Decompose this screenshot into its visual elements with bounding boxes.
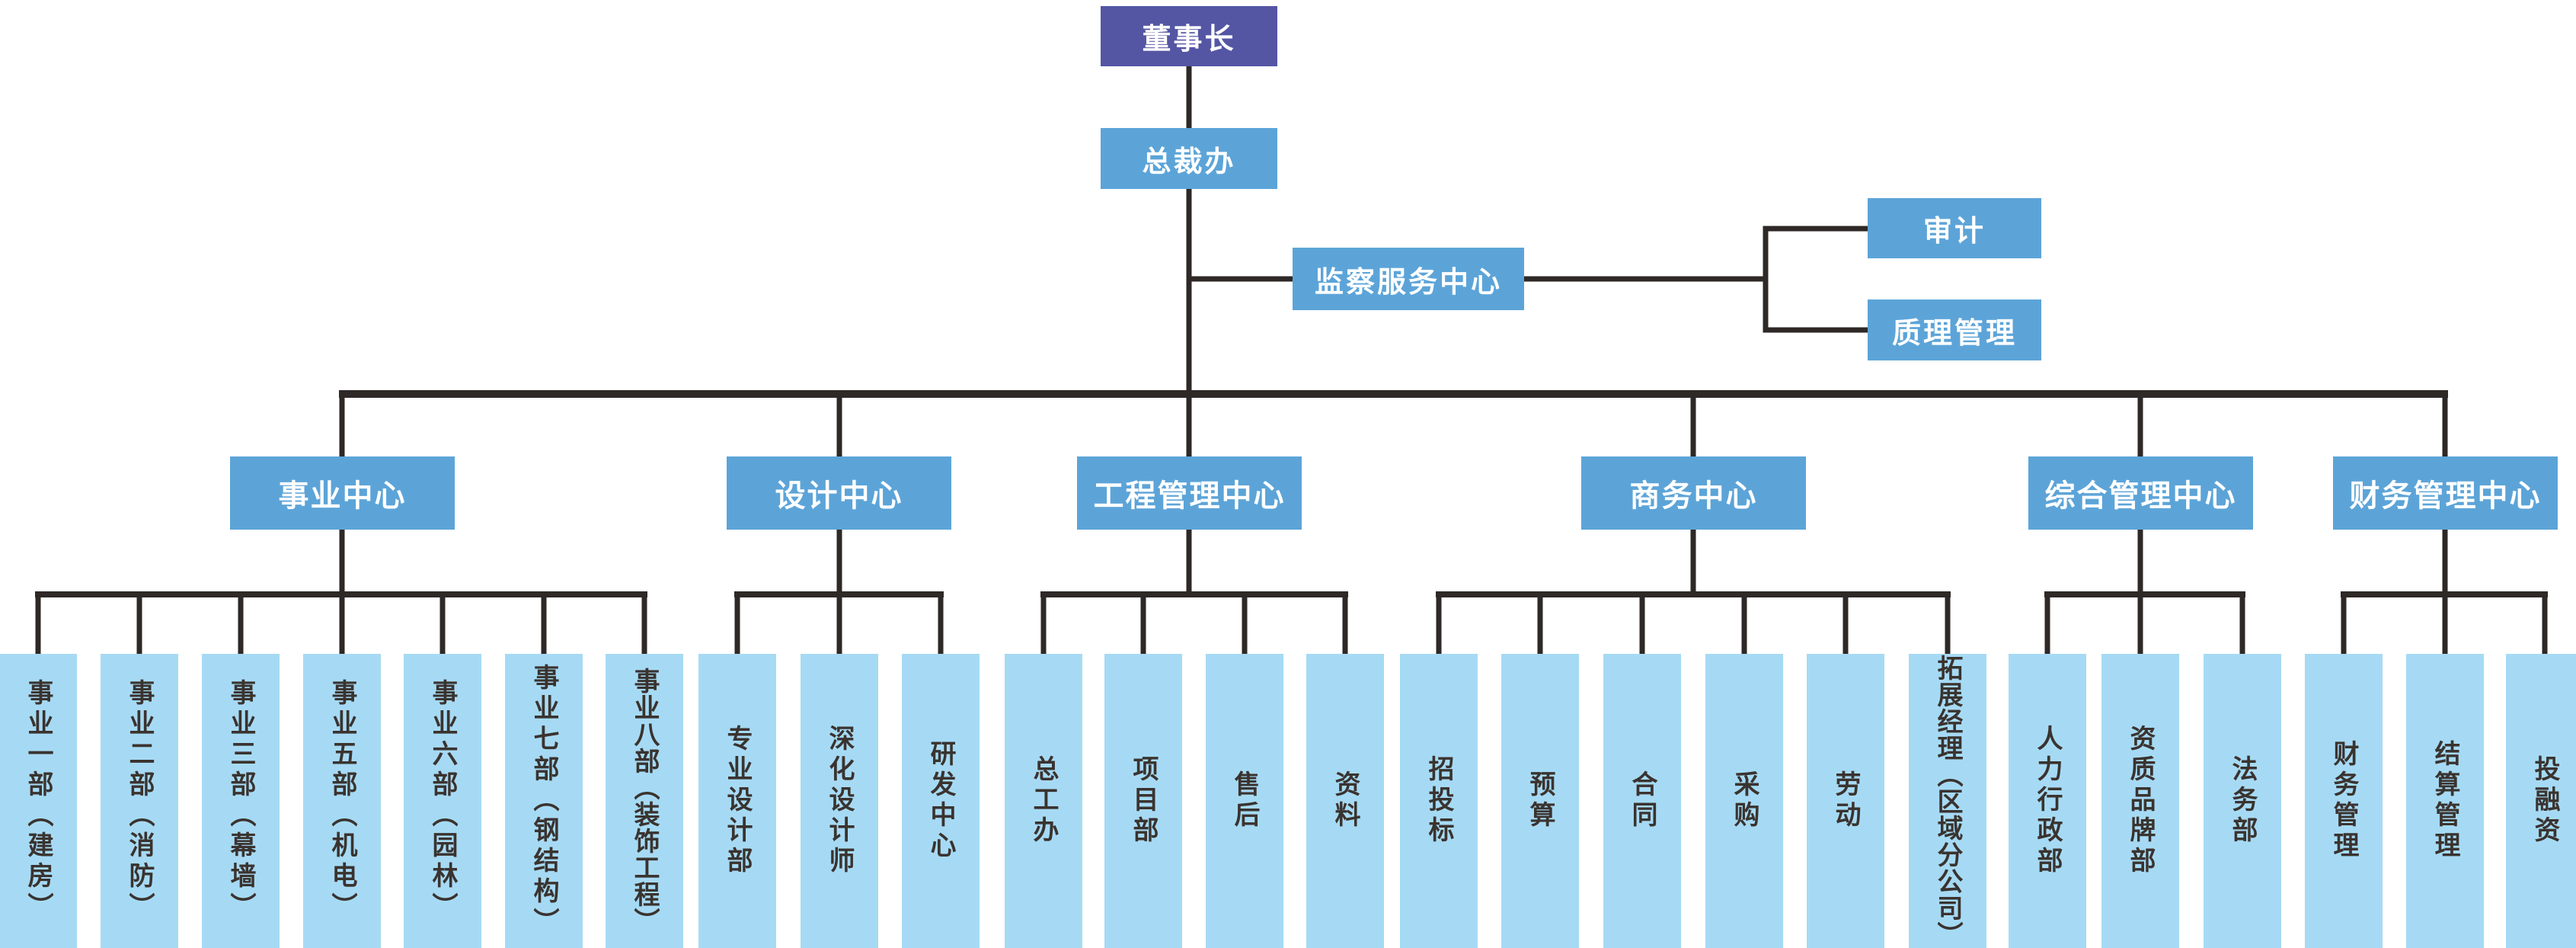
dept-box: 事业五部（机电） bbox=[303, 654, 381, 948]
dept-box: 投融资 bbox=[2506, 654, 2576, 948]
dept-box: 研发中心 bbox=[902, 654, 980, 948]
dept-box: 售后 bbox=[1206, 654, 1283, 948]
dept-box: 预算 bbox=[1501, 654, 1579, 948]
dept-box: 财务管理 bbox=[2305, 654, 2383, 948]
dept-box: 事业三部（幕墙） bbox=[202, 654, 280, 948]
dept-box: 人力行政部 bbox=[2009, 654, 2086, 948]
dept-box: 事业六部（园林） bbox=[404, 654, 481, 948]
dept-box: 专业设计部 bbox=[698, 654, 776, 948]
center-box-admin: 综合管理中心 bbox=[2028, 456, 2253, 530]
center-box-finance: 财务管理中心 bbox=[2333, 456, 2558, 530]
center-box-design: 设计中心 bbox=[727, 456, 951, 530]
dept-box: 劳动 bbox=[1807, 654, 1884, 948]
audit-box: 审计 bbox=[1868, 198, 2041, 258]
quality-management-box: 质理管理 bbox=[1868, 299, 2041, 360]
dept-box: 结算管理 bbox=[2406, 654, 2484, 948]
dept-box: 项目部 bbox=[1104, 654, 1182, 948]
dept-box: 拓展经理（区域分公司） bbox=[1909, 654, 1986, 948]
dept-box: 事业八部（装饰工程） bbox=[606, 654, 683, 948]
center-box-commerce: 商务中心 bbox=[1581, 456, 1806, 530]
center-box-engineering: 工程管理中心 bbox=[1077, 456, 1302, 530]
dept-box: 法务部 bbox=[2204, 654, 2281, 948]
dept-box: 资质品牌部 bbox=[2101, 654, 2179, 948]
dept-box: 事业一部（建房） bbox=[0, 654, 77, 948]
dept-box: 事业二部（消防） bbox=[101, 654, 178, 948]
dept-box: 采购 bbox=[1705, 654, 1783, 948]
supervision-center-box: 监察服务中心 bbox=[1293, 248, 1524, 310]
dept-box: 深化设计师 bbox=[801, 654, 878, 948]
dept-box: 合同 bbox=[1603, 654, 1681, 948]
dept-box: 招投标 bbox=[1400, 654, 1478, 948]
dept-box: 事业七部（钢结构） bbox=[505, 654, 583, 948]
center-box-business: 事业中心 bbox=[230, 456, 455, 530]
dept-box: 总工办 bbox=[1005, 654, 1082, 948]
dept-box: 资料 bbox=[1306, 654, 1384, 948]
ceo-office-box: 总裁办 bbox=[1101, 128, 1277, 189]
chairman-box: 董事长 bbox=[1101, 6, 1277, 66]
